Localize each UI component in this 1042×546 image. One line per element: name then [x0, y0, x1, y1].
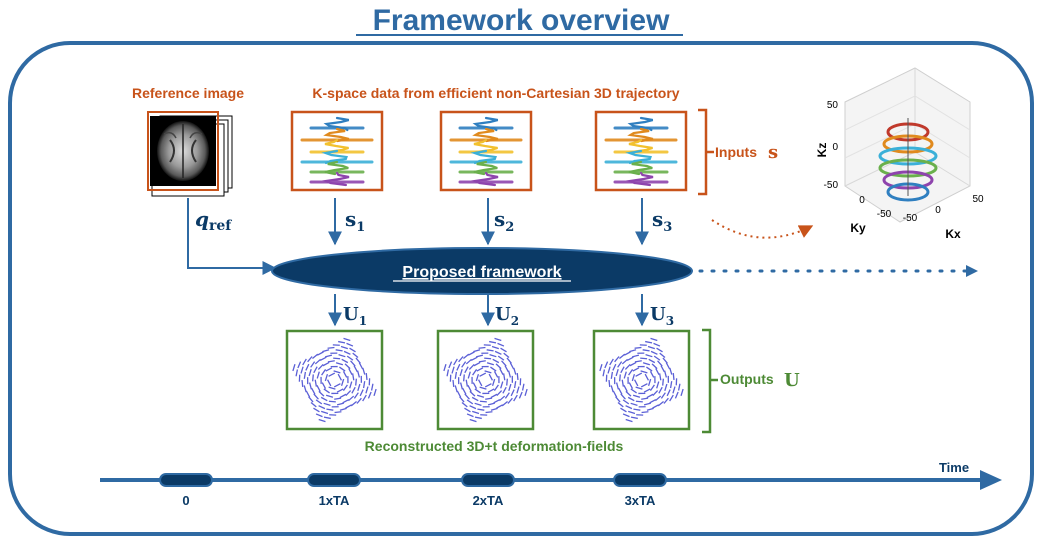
plot3d-z-tick: -50 [824, 180, 839, 191]
proposed-framework-label: Proposed framework [402, 264, 561, 281]
vector-field-glyphs [443, 337, 528, 423]
kspace-trajectory-box [290, 110, 384, 192]
deformation-field-boxes [285, 329, 691, 431]
deformation-field-box [285, 329, 384, 431]
u3-label: U3 [650, 304, 674, 328]
plot3d-ky-label: Ky [850, 221, 866, 235]
plot3d-z-tick: 50 [827, 100, 839, 111]
timeline-marker [159, 473, 213, 487]
reference-image-stack [147, 111, 233, 197]
u2-label: U2 [495, 304, 519, 328]
deformation-field-box [592, 329, 691, 431]
outer-frame [8, 41, 1034, 536]
outputs-label: Outputs [720, 371, 774, 387]
trajectory-link-arrow [711, 219, 814, 239]
qref-label: qref [195, 207, 232, 234]
plot3d-z-tick: 0 [832, 142, 838, 153]
plot3d-kz-label: Kz [815, 143, 829, 158]
plot3d-x-tick: -50 [903, 213, 918, 224]
s2-label: s2 [494, 207, 514, 235]
deformation-field-box [436, 329, 535, 431]
deformation-fields-label: Reconstructed 3D+t deformation-fields [365, 438, 624, 454]
plot3d-y-tick: -50 [877, 209, 892, 220]
continuation-arrowhead [966, 265, 978, 277]
timeline-tick-label: 2xTA [473, 493, 504, 508]
kspace-label: K-space data from efficient non-Cartesia… [312, 85, 679, 101]
vector-field-glyphs [292, 337, 377, 423]
timeline-marker [613, 473, 667, 487]
kspace-trajectory-box [439, 110, 533, 192]
reference-image-label: Reference image [132, 85, 244, 101]
timeline-marker [461, 473, 515, 487]
timeline-marker [307, 473, 361, 487]
s-arrows [328, 198, 649, 246]
timeline-tick-label: 1xTA [319, 493, 350, 508]
s1-label: s1 [345, 207, 365, 235]
inputs-symbol: s [768, 142, 778, 163]
inputs-label: Inputs [715, 144, 757, 160]
vector-field-glyphs [599, 337, 684, 423]
outputs-bracket [702, 328, 718, 434]
page-title: Framework overview [373, 4, 670, 37]
trajectory-3d-spiral [878, 118, 938, 202]
outputs-symbol: U [784, 370, 800, 391]
inputs-bracket [698, 108, 714, 196]
plot3d-x-tick: 0 [935, 205, 941, 216]
u-arrows [328, 294, 649, 327]
timeline-axis-label: Time [939, 460, 969, 475]
plot3d-kx-label: Kx [945, 227, 961, 241]
u1-label: U1 [343, 304, 367, 328]
kspace-3d-plot [844, 67, 971, 223]
plot3d-y-tick: 0 [859, 195, 865, 206]
s3-label: s3 [652, 207, 672, 235]
timeline-tick-label: 0 [182, 493, 189, 508]
kspace-trajectory-box [594, 110, 688, 192]
plot3d-x-tick: 50 [972, 194, 984, 205]
kspace-boxes [290, 110, 688, 192]
qref-arrow [187, 198, 277, 275]
timeline-arrowhead [980, 470, 1002, 490]
timeline-tick-label: 3xTA [625, 493, 656, 508]
proposed-framework-node [271, 247, 693, 295]
